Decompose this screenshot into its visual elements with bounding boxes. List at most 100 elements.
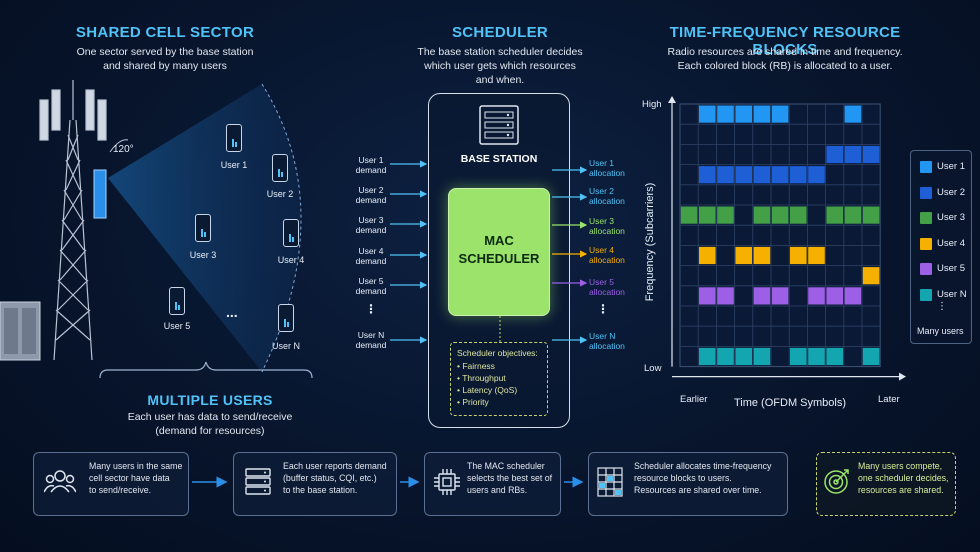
antenna-panel xyxy=(93,169,107,219)
users-ellipsis: ... xyxy=(226,304,238,320)
allocation-ellipsis: ⋮ xyxy=(597,302,609,316)
scheduler-subtitle-line2: which user gets which resources xyxy=(424,60,576,73)
objectives-title: Scheduler objectives: xyxy=(457,348,538,358)
resource-block xyxy=(717,347,734,366)
resource-block xyxy=(753,105,771,123)
resource-block xyxy=(699,105,716,123)
user-3-label: User 3 xyxy=(189,250,217,260)
resource-block xyxy=(771,105,789,123)
resource-block xyxy=(808,287,825,305)
resource-block xyxy=(771,287,789,305)
resource-block xyxy=(844,206,862,224)
scheduler-subtitle-line1: The base station scheduler decides xyxy=(417,46,583,58)
resource-block-grid xyxy=(668,96,906,381)
demand-ellipsis: ⋮ xyxy=(365,302,377,316)
resource-block xyxy=(699,206,716,224)
resource-block xyxy=(862,145,880,164)
users-group-icon xyxy=(44,470,76,493)
sector-subtitle-line1: One sector served by the base station xyxy=(76,46,254,58)
scheduler-subtitle: The base station scheduler decides which… xyxy=(400,45,600,88)
sector-title: SHARED CELL SECTOR xyxy=(75,24,255,41)
scheduler-objectives-box: Scheduler objectives: • Fairness • Throu… xyxy=(450,342,548,416)
x-earlier-label: Earlier xyxy=(680,394,708,405)
legend-ellipsis: ⋮ xyxy=(937,301,947,312)
multiple-users-title: MULTIPLE USERS xyxy=(147,392,273,408)
resource-block xyxy=(680,206,698,224)
multiple-users-line2: (demand for resources) xyxy=(155,425,265,438)
target-icon xyxy=(824,469,849,494)
resource-block xyxy=(771,166,789,184)
x-later-label: Later xyxy=(878,394,900,405)
resource-block xyxy=(844,105,862,123)
resource-block xyxy=(826,206,843,224)
x-axis-label: Time (OFDM Symbols) xyxy=(733,397,847,409)
flow-step-4 xyxy=(588,452,788,516)
user-1-label: User 1 xyxy=(220,160,248,170)
legend-swatch xyxy=(920,187,932,199)
equipment-cabinet-icon xyxy=(0,301,41,361)
resource-block xyxy=(826,287,843,305)
grid-subtitle: Radio resources are shared in time and f… xyxy=(630,45,940,73)
sector-subtitle: One sector served by the base station an… xyxy=(40,45,290,73)
resource-block xyxy=(699,166,716,184)
tower-icon xyxy=(39,80,107,361)
resource-block xyxy=(699,246,716,265)
resource-block xyxy=(753,287,771,305)
resource-block xyxy=(735,166,752,184)
objectives-connector xyxy=(499,316,501,342)
user-1-phone-icon xyxy=(226,124,242,152)
resource-block xyxy=(753,166,771,184)
objective-item: • Latency (QoS) xyxy=(457,384,518,395)
resource-block xyxy=(790,166,807,184)
base-station-label: BASE STATION xyxy=(460,153,538,165)
resource-block xyxy=(826,347,843,366)
scheduler-arrows xyxy=(390,160,588,344)
resource-block xyxy=(753,206,771,224)
sector-angle-label: 120° xyxy=(113,144,134,155)
flow-summary xyxy=(816,452,956,516)
user-4-phone-icon xyxy=(283,219,299,247)
sector-subtitle-line2: and shared by many users xyxy=(103,60,227,73)
grid-allocation-icon xyxy=(597,467,623,497)
flow-step-1 xyxy=(33,452,189,516)
user-5-phone-icon xyxy=(169,287,185,315)
y-axis-label: Frequency (Subcarriers) xyxy=(644,182,656,302)
resource-block xyxy=(717,287,734,305)
server-stack-icon xyxy=(245,468,271,495)
cpu-chip-icon xyxy=(434,469,460,495)
user-2-phone-icon xyxy=(272,154,288,182)
resource-block xyxy=(844,287,862,305)
legend-item-user-n: User N xyxy=(920,289,967,301)
flow-step-2-text: Each user reports demand(buffer status, … xyxy=(283,461,387,495)
legend-item-user-5: User 5 xyxy=(920,263,965,275)
resource-block xyxy=(735,246,752,265)
objective-item: • Fairness xyxy=(457,361,495,371)
mac-scheduler-box xyxy=(448,188,550,316)
legend-item-user-2: User 2 xyxy=(920,187,965,199)
resource-block xyxy=(717,105,734,123)
mac-line2: SCHEDULER xyxy=(458,250,540,266)
resource-block xyxy=(862,267,880,285)
y-high-label: High xyxy=(642,99,662,110)
user-2-label: User 2 xyxy=(266,189,294,199)
objective-item: • Throughput xyxy=(457,372,506,383)
flow-arrows xyxy=(192,476,584,488)
resource-block xyxy=(753,246,771,265)
resource-block xyxy=(790,246,807,265)
resource-block xyxy=(717,206,734,224)
legend-swatch xyxy=(920,238,932,250)
resource-block xyxy=(862,206,880,224)
resource-block xyxy=(790,206,807,224)
legend-more-label: Many users xyxy=(917,326,964,336)
